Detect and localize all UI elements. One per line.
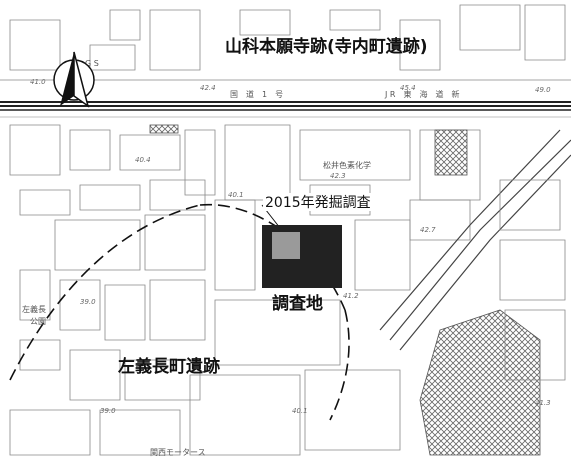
elevation-1: 41.0 xyxy=(30,78,46,86)
hatched-area-3 xyxy=(419,309,541,456)
hatched-area-1 xyxy=(434,129,468,176)
elevation-8: 42.7 xyxy=(420,226,436,234)
elevation-12: 40.1 xyxy=(292,407,308,415)
survey-label-bg xyxy=(263,193,397,211)
top-blocks xyxy=(9,4,566,71)
elevation-9: 41.2 xyxy=(343,292,359,300)
park-label-b: 公園 xyxy=(30,317,46,326)
road-rail-corridor xyxy=(0,79,571,118)
elevation-6: 40.1 xyxy=(228,191,244,199)
park-label-a: 左義長 xyxy=(22,304,46,314)
hatched-area-2 xyxy=(149,124,179,134)
building-blocks xyxy=(9,124,481,456)
diagonal-railway xyxy=(379,129,571,351)
elevation-5: 40.4 xyxy=(135,156,151,164)
rail-label: J R 東 海 道 新 xyxy=(384,89,459,99)
site-label-sagicho: 左義長町遺跡 xyxy=(118,356,220,377)
elevation-13: 41.3 xyxy=(535,399,551,407)
gs-label: G S xyxy=(85,59,99,68)
survey-label: 2015年発掘調査 xyxy=(265,195,371,211)
north-arrow-icon xyxy=(53,51,95,108)
road-label: 国 道 1 号 xyxy=(230,89,283,99)
elevation-7: 42.3 xyxy=(330,172,346,180)
elevation-4: 49.0 xyxy=(535,86,551,94)
site-label-yamashina: 山科本願寺跡(寺内町遺跡) xyxy=(225,36,428,57)
trench-area xyxy=(272,232,300,259)
elevation-10: 39.0 xyxy=(80,298,96,306)
right-blocks xyxy=(499,179,566,381)
elevation-2: 42.4 xyxy=(200,84,216,92)
factory-label: 松井色素化学 xyxy=(323,160,371,170)
area-label: 調査地 xyxy=(272,293,323,314)
elevation-3: 45.4 xyxy=(400,84,416,92)
motors-label: 関西モータース xyxy=(150,448,206,457)
elevation-11: 39.0 xyxy=(100,407,116,415)
